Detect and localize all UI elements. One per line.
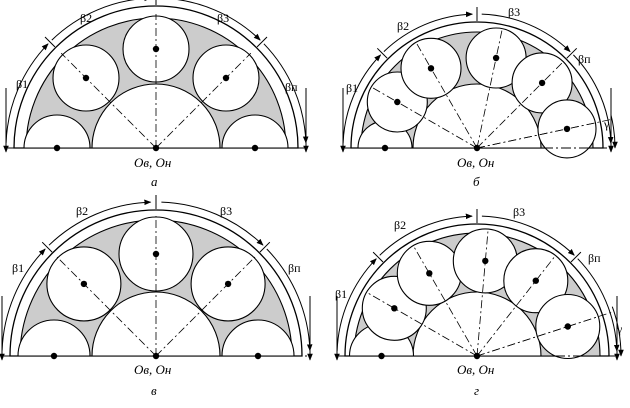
panel-v-center-label: Oв, Oн xyxy=(134,362,171,377)
panel-g-radial-line-2 xyxy=(476,229,489,357)
panel-a-ball-0 xyxy=(221,114,289,149)
panel-v-ball-0 xyxy=(221,319,295,357)
panel-a-tick-2 xyxy=(256,36,268,48)
panel-b-gamma-line xyxy=(476,118,613,149)
panel-b-radial-line-0 xyxy=(372,87,478,149)
panel-v-beta2-label: β2 xyxy=(76,204,88,218)
panel-g-dimension-arc-0 xyxy=(336,258,377,352)
panel-a-dimension-arc-0 xyxy=(5,43,49,143)
panel-a-betap-label: βп xyxy=(285,80,298,94)
panel-g-radial-line-0 xyxy=(366,292,478,357)
panel-g-ball-center-3 xyxy=(482,257,489,265)
panel-a: β1 β2 β3 βп Oв, Oн а xyxy=(3,0,309,189)
panel-b-dimension-arc-3 xyxy=(573,54,614,144)
panel-g-gamma-label: γ xyxy=(616,322,623,336)
panel-b-beta1-label: β1 xyxy=(346,81,358,95)
panel-g-radial-line-3 xyxy=(476,255,556,357)
panel-b-radial-line-2 xyxy=(476,30,503,149)
panel-g-ball-center-2 xyxy=(426,270,433,277)
panel-b-dimension-arc-0 xyxy=(342,54,382,144)
panel-v-ball-4 xyxy=(17,319,91,357)
panel-g-tick-2 xyxy=(570,251,582,263)
panel-v-tick-0 xyxy=(41,241,53,253)
panel-v-beta1-label: β1 xyxy=(12,261,24,275)
panel-b-radial-line-3 xyxy=(476,62,563,149)
panel-a-caption: а xyxy=(151,174,158,189)
panel-v-betap-label: βп xyxy=(288,261,301,275)
panel-b-center-label: Oв, Oн xyxy=(457,155,494,170)
panel-v-dimension-arc-1 xyxy=(48,199,152,246)
panel-v-dimension-arc-2 xyxy=(161,201,264,246)
panel-a-center-label: Oв, Oн xyxy=(134,155,171,170)
panel-v-geometry xyxy=(0,195,313,361)
panel-g-dimension-arc-1 xyxy=(379,213,473,256)
panel-b-gamma-label: γ xyxy=(603,117,610,131)
panel-a-center-point xyxy=(152,144,160,152)
panel-b-betap-label: βп xyxy=(578,52,591,66)
panel-b-tick-2 xyxy=(566,47,578,59)
panel-g-beta3-label: β3 xyxy=(513,205,525,219)
panel-g-ball-center-1 xyxy=(391,305,398,312)
panel-b-tick-0 xyxy=(376,47,388,59)
panel-b-beta3-label: β3 xyxy=(508,5,520,19)
panel-a-beta2-label: β2 xyxy=(80,11,92,25)
panel-a-dimension-arc-3 xyxy=(263,43,309,144)
panel-g-beta2-label: β2 xyxy=(394,218,406,232)
panel-g-dimension-arc-3 xyxy=(577,258,620,352)
panel-a-dimension-arc-1 xyxy=(51,0,152,41)
panel-a-beta3-label: β3 xyxy=(217,11,229,25)
panel-a-inner-race xyxy=(91,83,221,149)
panel-v-tick-2 xyxy=(259,241,271,253)
panel-b-dimension-arc-1 xyxy=(383,11,473,52)
panel-a-geometry xyxy=(3,0,309,153)
panel-b-beta2-label: β2 xyxy=(397,19,409,33)
panel-a-radial-line-3 xyxy=(155,52,252,149)
panel-g: β1 β2 β3 βп γ Oв, Oн г xyxy=(334,205,624,398)
panel-g-geometry xyxy=(334,209,624,361)
panel-b: β1 β2 β3 βп γ Oв, Oн б xyxy=(340,5,618,189)
panel-v-center-point xyxy=(152,352,160,360)
panel-a-radial-line-1 xyxy=(60,52,157,149)
panel-a-dimension-arc-2 xyxy=(176,0,261,41)
panel-a-tick-0 xyxy=(44,36,56,48)
panel-a-ball-4 xyxy=(23,114,91,149)
panel-v-radial-line-1 xyxy=(56,256,157,357)
panel-v-radial-line-3 xyxy=(155,256,256,357)
panel-v-caption: в xyxy=(151,383,157,398)
panel-v: β1 β2 β3 βп Oв, Oн в xyxy=(0,195,313,398)
panel-g-betap-label: βп xyxy=(588,251,601,265)
panel-b-radial-line-1 xyxy=(416,43,478,149)
panel-b-dimension-arc-2 xyxy=(481,13,571,53)
panel-v-beta3-label: β3 xyxy=(220,204,232,218)
panel-g-dimension-arc-2 xyxy=(481,215,575,256)
panel-v-dimension-arc-3 xyxy=(266,248,313,352)
panel-b-gamma-arc xyxy=(610,114,618,149)
panel-g-radial-line-1 xyxy=(413,245,478,357)
panel-a-beta1-label: β1 xyxy=(16,77,28,91)
panel-g-beta1-label: β1 xyxy=(335,287,347,301)
panel-g-gamma-arc xyxy=(611,306,624,357)
panel-g-ball-center-5 xyxy=(564,323,571,330)
panel-g-tick-0 xyxy=(372,251,384,263)
panel-v-dimension-arc-0 xyxy=(1,248,46,351)
panel-v-inner-race xyxy=(91,291,221,357)
panel-b-caption: б xyxy=(473,174,480,189)
panel-g-caption: г xyxy=(474,383,479,398)
panel-b-geometry xyxy=(340,7,618,159)
panel-g-center-label: Oв, Oн xyxy=(457,362,494,377)
